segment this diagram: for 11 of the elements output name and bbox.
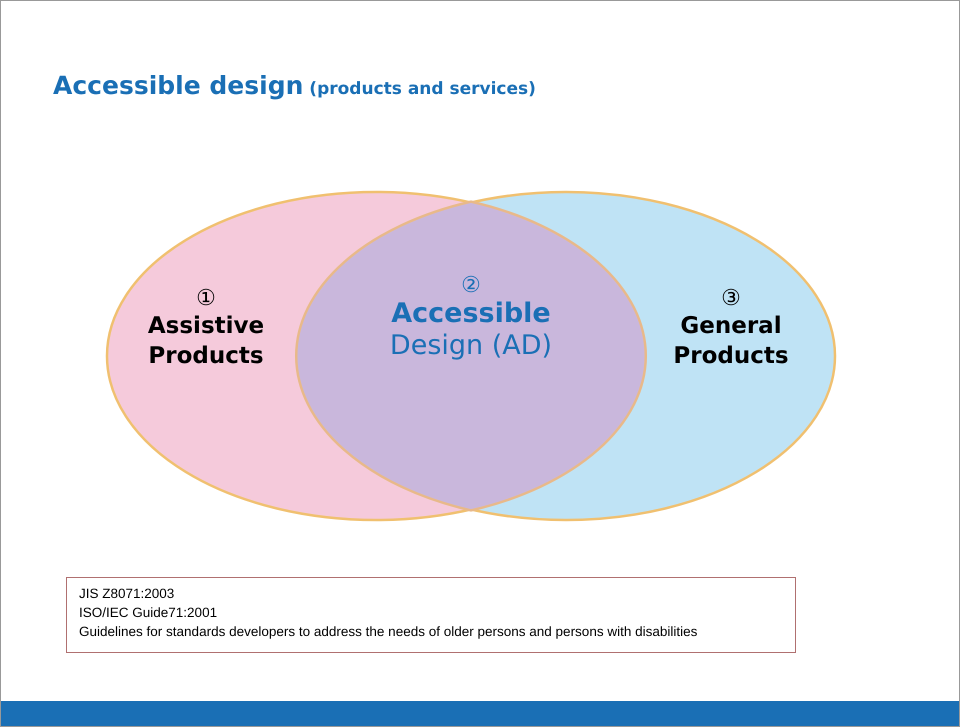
note-box <box>66 577 796 653</box>
slide-title: Accessible design (products and services) <box>53 71 536 100</box>
circled-number: ③ <box>721 286 741 311</box>
region-label: Accessible Design (AD) <box>388 298 554 362</box>
note-text: Guidelines for standards developers to address the needs of older persons and persons with disabilities <box>79 623 698 641</box>
region-label: Assistive Products <box>146 312 266 371</box>
region-label: General Products <box>672 312 790 371</box>
note-text: JIS Z8071:2003 <box>79 585 174 603</box>
circled-number: ② <box>461 273 481 298</box>
note-text: ISO/IEC Guide71:2001 <box>79 604 218 622</box>
circled-number: ① <box>196 286 216 311</box>
